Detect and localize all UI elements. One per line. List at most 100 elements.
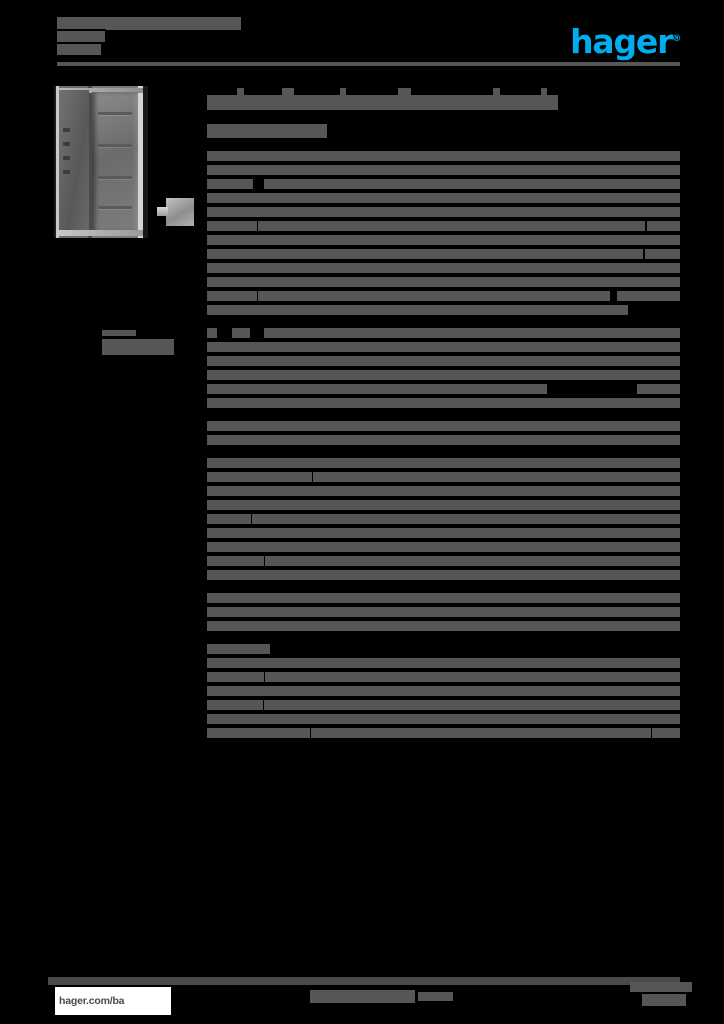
row-value-redacted <box>207 249 297 259</box>
din-rail <box>98 206 132 209</box>
footer-url-link[interactable]: hager.com/ba <box>55 987 171 1015</box>
table-row <box>207 554 680 568</box>
row-value-redacted <box>311 728 651 738</box>
table-row <box>207 433 680 447</box>
row-value-redacted <box>207 686 680 696</box>
caption-line-1 <box>102 330 136 336</box>
row-value-redacted <box>258 221 645 231</box>
row-value-redacted <box>287 607 527 617</box>
product-accessory-part <box>157 198 194 226</box>
table-row <box>207 656 680 670</box>
footer-divider <box>48 977 680 985</box>
table-row <box>207 526 680 540</box>
enclosure-latch-icon <box>63 142 70 146</box>
din-rail <box>98 112 132 115</box>
din-rail <box>98 176 132 179</box>
table-row <box>207 568 680 582</box>
table-row <box>207 456 680 470</box>
header-title-line-2 <box>57 31 105 42</box>
row-value-redacted <box>573 472 680 482</box>
table-row <box>207 726 680 740</box>
row-value-redacted <box>207 342 680 352</box>
table-row <box>207 368 680 382</box>
row-value-redacted <box>207 207 680 217</box>
row-label-redacted <box>207 328 217 338</box>
row-value-redacted <box>258 291 610 301</box>
table-row <box>207 619 680 633</box>
table-row <box>207 247 680 261</box>
spec-group <box>207 419 680 447</box>
table-row <box>207 670 680 684</box>
enclosure-latch-icon <box>63 156 70 160</box>
document-subtitle-redacted <box>207 124 327 138</box>
row-value-redacted <box>207 658 680 668</box>
footer-center-block-2 <box>418 992 453 1002</box>
title-ascender <box>398 88 411 97</box>
document-title-bar <box>207 95 558 110</box>
table-row <box>207 396 680 410</box>
table-row <box>207 233 680 247</box>
row-value-redacted <box>207 165 680 175</box>
hager-logo: hager® <box>570 25 681 58</box>
row-value-redacted <box>207 398 680 408</box>
title-ascender <box>237 88 244 97</box>
row-value-redacted <box>207 221 257 231</box>
table-row <box>207 303 680 317</box>
table-row <box>207 512 680 526</box>
enclosure-lid <box>59 90 89 234</box>
row-value-redacted <box>207 621 680 631</box>
row-value-redacted <box>264 700 680 710</box>
footer-page-number-redacted <box>630 982 692 1006</box>
row-value-redacted <box>207 500 680 510</box>
row-value-redacted <box>652 728 680 738</box>
enclosure-latch-icon <box>63 170 70 174</box>
row-value-redacted <box>207 542 680 552</box>
table-row <box>207 382 680 396</box>
row-value-redacted <box>207 235 680 245</box>
row-value-redacted <box>207 672 264 682</box>
row-value-redacted <box>264 179 680 189</box>
enclosure-bottom-cap-icon <box>59 230 143 236</box>
row-value-redacted <box>207 472 312 482</box>
spec-group <box>207 456 680 582</box>
row-value-redacted <box>264 328 680 338</box>
spec-group <box>207 326 680 410</box>
main-content <box>207 86 680 740</box>
row-value-redacted <box>207 356 680 366</box>
table-row <box>207 191 680 205</box>
row-value-redacted <box>645 249 680 259</box>
row-value-redacted <box>265 672 680 682</box>
row-value-redacted <box>207 263 680 273</box>
row-value-redacted <box>207 728 310 738</box>
enclosure-top-cap-icon <box>59 88 143 93</box>
row-value-redacted <box>207 435 305 445</box>
title-ascender <box>541 88 547 97</box>
row-value-redacted <box>207 193 680 203</box>
row-value-redacted <box>527 607 680 617</box>
spec-group <box>207 149 680 317</box>
table-row <box>207 149 680 163</box>
table-row <box>207 642 680 656</box>
table-row <box>207 419 680 433</box>
row-value-redacted <box>207 514 251 524</box>
row-value-redacted <box>252 514 680 524</box>
row-value-redacted <box>232 328 250 338</box>
group-separator <box>207 410 680 419</box>
table-row <box>207 540 680 554</box>
table-row <box>207 205 680 219</box>
title-ascender <box>340 88 346 97</box>
row-value-redacted <box>617 291 680 301</box>
table-row <box>207 340 680 354</box>
trademark-icon: ® <box>672 34 681 44</box>
table-row <box>207 712 680 726</box>
table-row <box>207 177 680 191</box>
row-value-redacted <box>265 556 680 566</box>
row-value-redacted <box>207 700 263 710</box>
row-value-redacted <box>647 221 680 231</box>
header-subtitle-redacted <box>106 19 241 30</box>
footer-right-block-2 <box>642 994 686 1006</box>
table-row <box>207 605 680 619</box>
row-value-redacted <box>207 486 680 496</box>
table-row <box>207 470 680 484</box>
